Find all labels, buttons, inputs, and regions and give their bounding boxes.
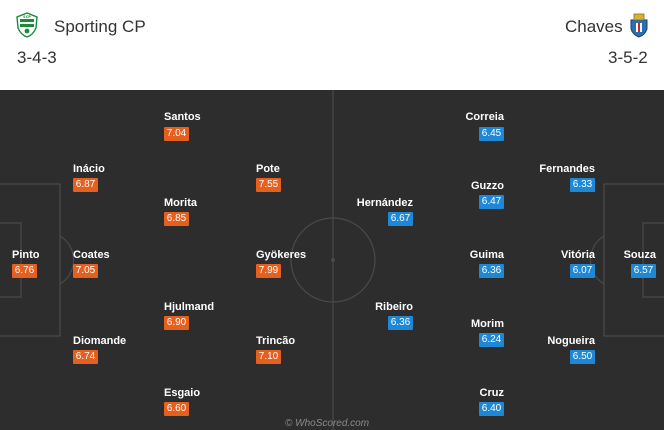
player-name[interactable]: Inácio	[73, 163, 105, 175]
player-name[interactable]: Santos	[164, 111, 201, 123]
player-rating: 6.87	[73, 178, 98, 192]
player-rating: 6.24	[479, 333, 504, 347]
pitch: Pinto 6.76 Inácio 6.87 Coates 7.05 Dioma…	[0, 90, 664, 430]
home-team-name[interactable]: Sporting CP	[54, 17, 146, 36]
player-name[interactable]: Morita	[164, 197, 197, 209]
player-name[interactable]: Cruz	[479, 387, 504, 399]
player-rating: 6.36	[388, 316, 413, 330]
player-rating: 6.76	[12, 264, 37, 278]
player-rating: 7.10	[256, 350, 281, 364]
home-formation: 3-4-3	[17, 48, 57, 67]
pitch-markings	[0, 90, 664, 430]
player-name[interactable]: Gyökeres	[256, 249, 307, 261]
player-rating: 6.40	[479, 402, 504, 416]
player-name[interactable]: Souza	[623, 249, 656, 261]
chaves-crest-icon	[630, 13, 648, 38]
player-name[interactable]: Trincão	[256, 335, 296, 347]
player-name[interactable]: Guzzo	[471, 180, 504, 192]
player-name[interactable]: Hjulmand	[164, 301, 215, 313]
player-name[interactable]: Pote	[256, 163, 280, 175]
player-rating: 6.45	[479, 127, 504, 141]
player-name[interactable]: Ribeiro	[375, 301, 413, 313]
watermark: © WhoScored.com	[285, 418, 370, 429]
player-name[interactable]: Esgaio	[164, 387, 201, 399]
player-name[interactable]: Vitória	[560, 249, 595, 261]
player-name[interactable]: Pinto	[12, 249, 40, 261]
player-rating: 6.50	[570, 350, 595, 364]
player-name[interactable]: Morim	[471, 318, 504, 330]
away-team-name[interactable]: Chaves	[565, 17, 623, 36]
player-name[interactable]: Diomande	[73, 335, 127, 347]
player-rating: 6.90	[164, 316, 189, 330]
player-rating: 6.60	[164, 402, 189, 416]
player-name[interactable]: Fernandes	[539, 163, 595, 175]
player-rating: 6.74	[73, 350, 98, 364]
player-rating: 7.99	[256, 264, 281, 278]
player-name[interactable]: Guima	[469, 249, 504, 261]
away-formation: 3-5-2	[608, 48, 648, 67]
player-rating: 7.55	[256, 178, 281, 192]
player-rating: 6.33	[570, 178, 595, 192]
player-name[interactable]: Coates	[73, 249, 110, 261]
player-rating: 7.05	[73, 264, 98, 278]
player-rating: 7.04	[164, 127, 189, 141]
player-rating: 6.47	[479, 195, 504, 209]
player-name[interactable]: Hernández	[356, 197, 413, 209]
player-rating: 6.85	[164, 212, 189, 226]
player-rating: 6.57	[631, 264, 656, 278]
player-name[interactable]: Correia	[465, 111, 504, 123]
player-rating: 6.67	[388, 212, 413, 226]
sporting-crest-icon: SCP	[16, 12, 38, 38]
svg-text:SCP: SCP	[23, 15, 31, 19]
player-name[interactable]: Nogueira	[547, 335, 595, 347]
player-rating: 6.36	[479, 264, 504, 278]
match-header: SCP Sporting CP 3-4-3 Chaves 3-5-2	[0, 0, 664, 90]
player-rating: 6.07	[570, 264, 595, 278]
